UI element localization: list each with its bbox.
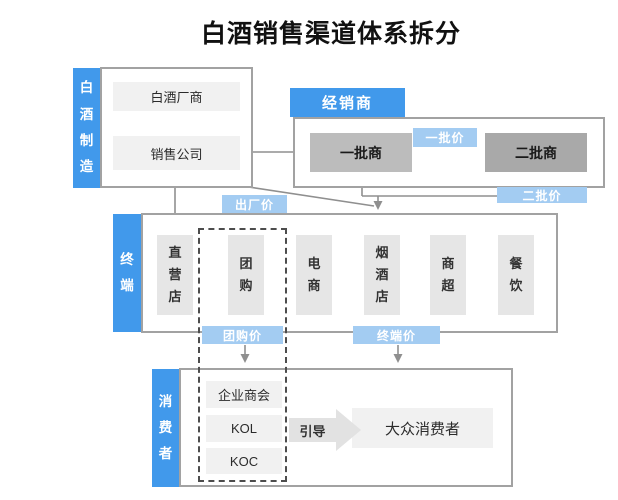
terminal-price-label: 终端价 xyxy=(353,326,440,344)
first-wholesale-price-label: 一批价 xyxy=(413,128,477,147)
second-wholesaler-box: 二批商 xyxy=(485,133,587,172)
terminal-side-label-text: 终端 xyxy=(120,251,134,293)
guide-arrow-label: 引导 xyxy=(289,418,336,442)
diagram-title: 白酒销售渠道体系拆分 xyxy=(200,20,461,48)
direct-store-label: 直营店 xyxy=(168,244,182,305)
tobacco-liquor-store-label: 烟酒店 xyxy=(375,244,389,305)
manufacturing-side-label-text: 白酒制造 xyxy=(79,80,94,175)
factory-price-label: 出厂价 xyxy=(222,195,287,213)
guide-arrow-head-icon xyxy=(336,409,361,451)
ecommerce-label: 电商 xyxy=(307,255,321,293)
group-buy-price-label: 团购价 xyxy=(202,326,283,344)
consumer-side-label-text: 消费者 xyxy=(158,393,173,462)
supermarket-label: 商超 xyxy=(441,255,455,293)
group-buy-box: 团购 xyxy=(228,235,264,315)
koc-box: KOC xyxy=(206,448,282,474)
ecommerce-box: 电商 xyxy=(296,235,332,315)
mass-consumer-box: 大众消费者 xyxy=(352,408,493,448)
kol-box: KOL xyxy=(206,415,282,442)
terminal-side-label: 终端 xyxy=(113,214,141,332)
supermarket-box: 商超 xyxy=(430,235,466,315)
consumer-side-label: 消费者 xyxy=(152,369,179,487)
sales-company-box: 销售公司 xyxy=(113,136,240,170)
direct-store-box: 直营店 xyxy=(157,235,193,315)
enterprise-chamber-box: 企业商会 xyxy=(206,381,282,408)
tobacco-liquor-store-box: 烟酒店 xyxy=(364,235,400,315)
group-buy-label: 团购 xyxy=(239,255,253,293)
factory-box: 白酒厂商 xyxy=(113,82,240,111)
catering-label: 餐饮 xyxy=(509,255,523,293)
distributor-tab: 经销商 xyxy=(290,88,405,117)
second-wholesale-price-label: 二批价 xyxy=(497,187,587,203)
terminal-box xyxy=(141,213,558,333)
catering-box: 餐饮 xyxy=(498,235,534,315)
first-wholesaler-box: 一批商 xyxy=(310,133,412,172)
manufacturing-side-label: 白酒制造 xyxy=(73,68,100,188)
